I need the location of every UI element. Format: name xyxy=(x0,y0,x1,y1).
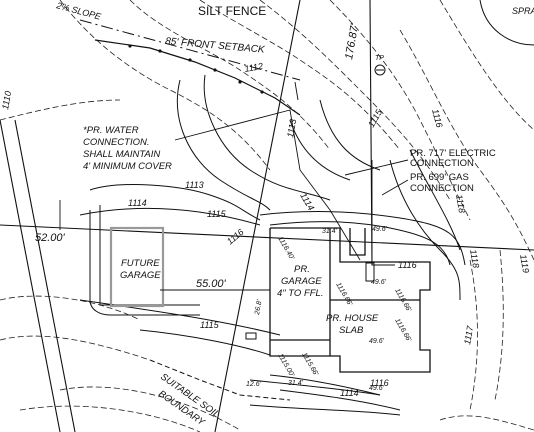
contour-1115-a: 1115 xyxy=(207,209,227,219)
dim-26-8: 26.8' xyxy=(254,299,264,317)
water-connection-label-4: 4' MINIMUM COVER xyxy=(83,161,172,172)
contour-1114-a: 1114 xyxy=(128,198,147,208)
tp-symbol-icon xyxy=(374,64,386,76)
dim-52-00: 52.00' xyxy=(35,232,66,244)
contour-1116-a: 1116 xyxy=(225,227,246,247)
gas-electric-line xyxy=(371,160,395,266)
driveway xyxy=(259,211,466,411)
utility-meter xyxy=(365,262,375,282)
sprayfield-boundary xyxy=(479,0,534,46)
future-garage-label-2: GARAGE xyxy=(120,270,161,281)
dim-12-6: 12.6' xyxy=(246,381,262,388)
tp-label: TP xyxy=(375,55,384,62)
contour-1112: 1112 xyxy=(244,61,264,74)
contour-1116-c: 1116 xyxy=(370,378,389,388)
proposed-contours xyxy=(79,74,461,416)
dim-55-00: 55.00' xyxy=(196,278,227,290)
pr-garage-label-3: 4" TO FFL. xyxy=(277,288,323,299)
electric-connection-label-1: PR. 717' ELECTRIC xyxy=(410,148,496,159)
water-line xyxy=(174,109,361,261)
silt-fence-label: SILT FENCE xyxy=(198,4,266,18)
leader-lines xyxy=(59,81,409,291)
soil-boundary-line xyxy=(149,359,291,401)
silt-fence-markers xyxy=(128,44,264,94)
pr-garage-label-2: GARAGE xyxy=(281,276,322,287)
future-garage-outline xyxy=(109,226,165,308)
dim-31-4-top: 31.4' xyxy=(322,228,338,235)
contour-1113-b: 1113 xyxy=(285,118,298,138)
future-garage-label-1: FUTURE xyxy=(121,258,160,269)
contour-1115-b: 1115 xyxy=(200,320,220,330)
elev-1116-40: 1116.40' xyxy=(276,236,295,262)
contour-1117: 1117 xyxy=(462,324,475,345)
electric-connection-label-2: CONNECTION xyxy=(410,158,474,169)
water-connection-label-1: *PR. WATER xyxy=(83,125,139,136)
contour-1116-b: 1116 xyxy=(398,260,417,270)
dim-49-6-c: 49.6' xyxy=(369,338,385,345)
pr-garage-label-1: PR. xyxy=(294,264,310,275)
house-slab-label-1: PR. HOUSE xyxy=(326,313,379,324)
sewer-cleanout xyxy=(245,332,257,340)
water-connection-label-3: SHALL MAINTAIN xyxy=(83,149,160,160)
contour-1118-a: 1118 xyxy=(454,194,467,214)
contour-1119: 1119 xyxy=(518,254,531,274)
front-setback-line xyxy=(79,19,301,81)
dim-49-6-b: 49.6' xyxy=(371,279,387,286)
water-connection-label-2: CONNECTION. xyxy=(83,137,150,148)
contour-1114-b: 1114 xyxy=(298,191,316,212)
dim-49-6-a: 49.6' xyxy=(372,226,388,233)
contour-1113-a: 1113 xyxy=(185,180,204,190)
contour-1118-b: 1118 xyxy=(468,249,481,269)
house-slab-label-2: SLAB xyxy=(339,325,364,336)
dim-176-87: 176.87' xyxy=(343,22,361,60)
gas-connection-label-1: PR. 699' GAS xyxy=(410,172,469,183)
silt-fence-line xyxy=(94,39,301,116)
contour-1115-c: 1115 xyxy=(366,107,385,129)
elev-1116-66-a: 1116.66' xyxy=(334,282,353,308)
slope-label: 2% SLOPE xyxy=(55,0,103,22)
sprayfield-label: SPRA xyxy=(512,6,534,16)
elev-1116-66-c: 1116.66' xyxy=(393,318,412,344)
front-setback-label: 85' FRONT SETBACK xyxy=(165,36,267,56)
proposed-building-outline xyxy=(269,227,431,373)
contour-1114-c: 1114 xyxy=(340,388,359,398)
dim-31-4-bottom: 31.4' xyxy=(288,380,304,387)
contour-1116-d: 1116 xyxy=(430,108,444,129)
dim-49-6-d: 49.6' xyxy=(369,385,385,392)
contour-1110: 1110 xyxy=(0,90,13,110)
gas-connection-label-2: CONNECTION xyxy=(410,183,474,194)
